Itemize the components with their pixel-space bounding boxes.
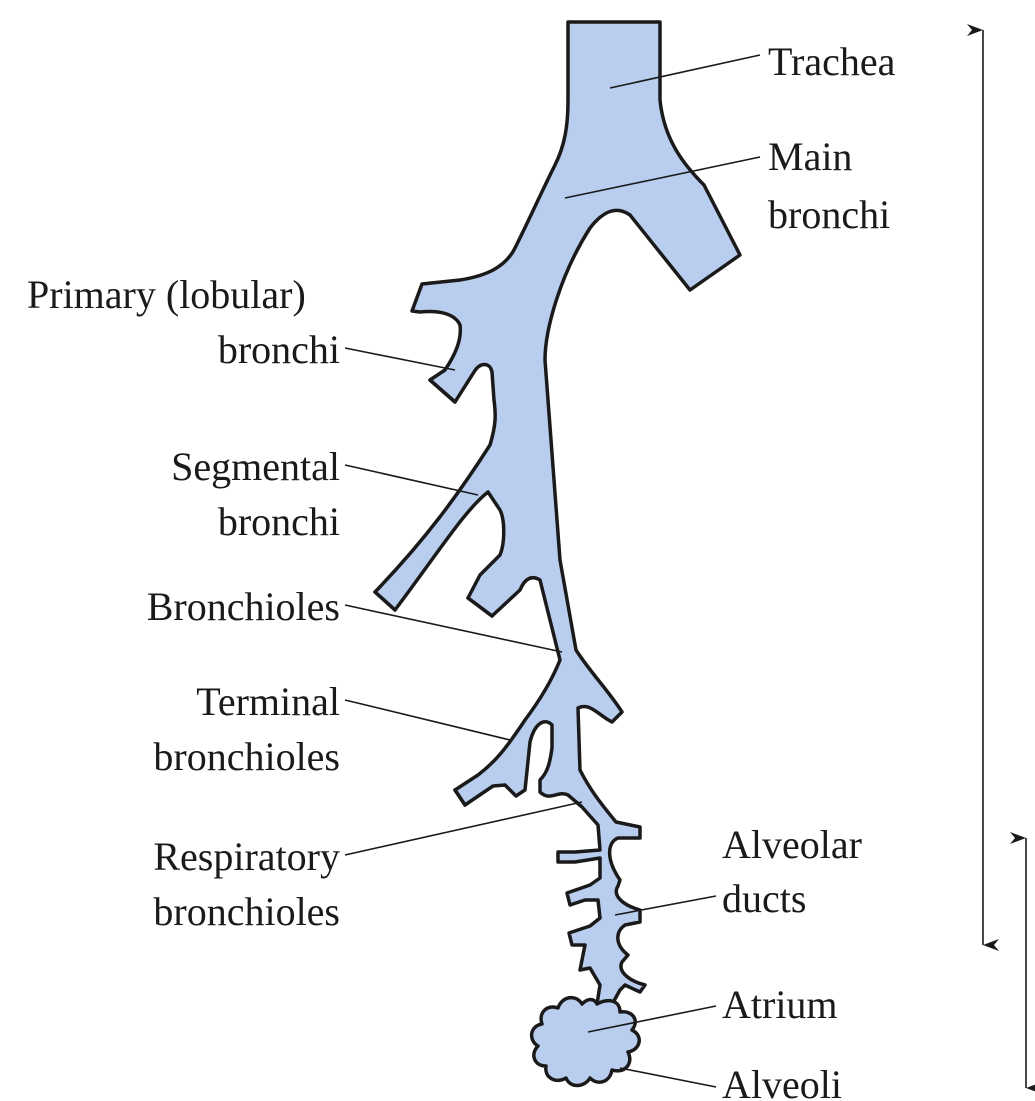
- terminal-bronchioles-label-line2: bronchioles: [153, 734, 340, 779]
- main-bronchi-label-line2: bronchi: [768, 192, 890, 237]
- alveoli-label: Alveoli: [722, 1062, 842, 1101]
- right-labels: Trachea Main bronchi Alveolar ducts Atri…: [722, 39, 896, 1101]
- main-bronchi-label-line1: Main: [768, 134, 852, 179]
- bronchioles-label: Bronchioles: [147, 584, 340, 629]
- trachea-label: Trachea: [768, 39, 896, 84]
- alveolar-ducts-label-line2: ducts: [722, 876, 806, 921]
- segmental-bronchi-label-line1: Segmental: [171, 444, 340, 489]
- alveolar-sac-shape: [532, 998, 640, 1086]
- terminal-bronchioles-label-line1: Terminal: [196, 679, 340, 724]
- range-arrows: [983, 30, 1026, 1088]
- atrium-label: Atrium: [722, 982, 838, 1027]
- segmental-bronchi-leader: [345, 465, 478, 495]
- alveolar-ducts-label-line1: Alveolar: [722, 822, 862, 867]
- respiratory-bronchioles-label-line1: Respiratory: [153, 834, 340, 879]
- respiratory-bronchioles-leader: [345, 802, 582, 855]
- left-labels: Primary (lobular) bronchi Segmental bron…: [27, 272, 340, 934]
- alveoli-leader: [620, 1068, 716, 1087]
- primary-bronchi-leader: [345, 348, 455, 370]
- segmental-bronchi-label-line2: bronchi: [218, 499, 340, 544]
- bronchioles-leader: [345, 605, 562, 652]
- trachea-trunk-shape: [375, 22, 740, 1008]
- terminal-bronchioles-leader: [345, 700, 510, 740]
- primary-bronchi-label-line2: bronchi: [218, 327, 340, 372]
- respiratory-bronchioles-label-line2: bronchioles: [153, 889, 340, 934]
- airway-tree: [375, 22, 740, 1086]
- primary-bronchi-label-line1: Primary (lobular): [27, 272, 306, 317]
